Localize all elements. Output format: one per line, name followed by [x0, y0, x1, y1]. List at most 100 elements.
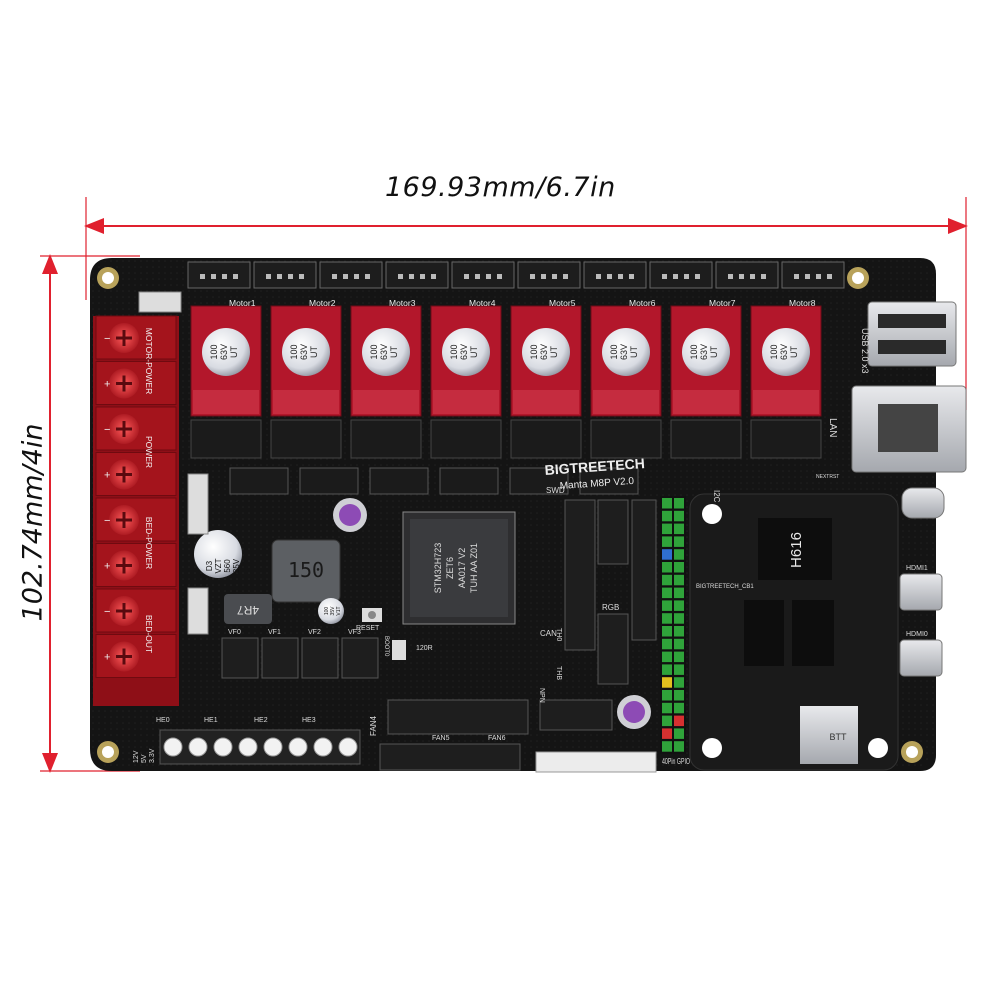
top-connector[interactable] — [187, 261, 251, 289]
terminal-polarity: − — [104, 333, 110, 345]
heater-screw[interactable] — [163, 737, 183, 757]
top-connector[interactable] — [715, 261, 779, 289]
gpio-pin — [662, 728, 672, 739]
driver-header[interactable] — [430, 419, 502, 459]
ethernet-port[interactable] — [851, 385, 967, 473]
driver-cap-line: 100 — [289, 344, 299, 359]
gpio-pin — [674, 702, 684, 714]
terminal-screw[interactable]: + — [95, 634, 177, 678]
driver-header[interactable] — [670, 419, 742, 459]
mounting-holes — [97, 267, 923, 763]
driver-header[interactable] — [590, 419, 662, 459]
heater-screw[interactable] — [238, 737, 258, 757]
he3-label: HE3 — [302, 717, 316, 724]
gpio-pin — [662, 498, 672, 509]
reset-button[interactable] — [362, 608, 382, 622]
top-connector[interactable] — [253, 261, 317, 289]
mcu-line-1: STM32H723 — [433, 543, 443, 594]
driver-header[interactable] — [190, 419, 262, 459]
terminal-screw[interactable]: + — [95, 543, 177, 587]
boot0-button[interactable] — [392, 640, 406, 660]
heater-screw[interactable] — [288, 737, 308, 757]
terminal-screw[interactable]: + — [95, 361, 177, 405]
gpio-pin — [662, 523, 672, 535]
driver-header[interactable] — [750, 419, 822, 459]
fan5-label: FAN5 — [432, 735, 450, 742]
driver-cap-line: UT — [469, 346, 479, 358]
top-connector[interactable] — [385, 261, 449, 289]
driver-header[interactable] — [510, 419, 582, 459]
gpio-pin — [662, 626, 672, 637]
driver-header[interactable] — [350, 419, 422, 459]
endstop-connector[interactable] — [369, 467, 429, 495]
fuse-1 — [187, 473, 209, 535]
power-jumper — [138, 291, 182, 313]
gpio-pin — [662, 510, 672, 522]
hdmi-ports[interactable] — [899, 573, 943, 677]
gpio-pin — [662, 702, 672, 714]
i2c-label: I2C — [712, 490, 721, 503]
gpio-pin — [662, 715, 672, 727]
terminal-polarity: − — [104, 515, 110, 527]
endstop-connector[interactable] — [229, 467, 289, 495]
top-connector[interactable] — [319, 261, 383, 289]
fuse-2 — [187, 587, 209, 635]
driver-cap-line: 100 — [689, 344, 699, 359]
mcu-line-4: TUH AA Z01 — [469, 543, 479, 593]
heater-screw[interactable] — [188, 737, 208, 757]
usb-label: USB 2.0 x3 — [860, 328, 870, 374]
driver-label: Motor2 — [309, 298, 336, 308]
gpio-pin — [662, 587, 672, 599]
heater-screw[interactable] — [263, 737, 283, 757]
gpio-pin — [662, 562, 672, 573]
heater-screw[interactable] — [213, 737, 233, 757]
endstop-connector[interactable] — [299, 467, 359, 495]
top-connector[interactable] — [517, 261, 581, 289]
d3-line-4: 35V — [232, 558, 241, 573]
endstop-connector[interactable] — [439, 467, 499, 495]
terminal-polarity: − — [104, 606, 110, 618]
nextrst-label: NEXTRST — [816, 474, 839, 480]
usb-c-port[interactable] — [901, 487, 945, 519]
inductor-label: 150 — [288, 558, 324, 582]
driver-cap-line: UT — [389, 346, 399, 358]
gpio-pin — [674, 651, 684, 663]
width-dimension-label: 169.93mm/6.7in — [385, 172, 616, 203]
top-connector[interactable] — [781, 261, 845, 289]
driver-header[interactable] — [270, 419, 342, 459]
terminal-screw[interactable]: − — [95, 406, 177, 451]
vf1-label: VF1 — [268, 629, 281, 636]
usb-port-stack[interactable] — [867, 301, 957, 367]
top-connector[interactable] — [649, 261, 713, 289]
terminal-screw[interactable]: − — [95, 315, 177, 360]
top-connector[interactable] — [583, 261, 647, 289]
terminal-screw[interactable]: + — [95, 452, 177, 496]
gpio-pin — [662, 638, 672, 650]
fan6-label: FAN6 — [488, 735, 506, 742]
endstop-connector[interactable] — [579, 467, 639, 495]
gpio-pin — [674, 613, 684, 624]
heater-screw[interactable] — [338, 737, 358, 757]
gpio-pin — [674, 587, 684, 599]
terminal-screw[interactable]: − — [95, 497, 177, 542]
endstop-connector[interactable] — [509, 467, 569, 495]
gpio-pin — [674, 510, 684, 522]
he0-label: HE0 — [156, 717, 170, 724]
heater-screw[interactable] — [313, 737, 333, 757]
gpio-pin — [674, 498, 684, 509]
vf0-label: VF0 — [228, 629, 241, 636]
top-connector[interactable] — [451, 261, 515, 289]
d3-line-3: 560 — [223, 559, 232, 573]
gpio-label-line-1: 40Pin GPIO — [662, 757, 690, 766]
gpio-40pin-header[interactable] — [660, 496, 686, 754]
small-cap-line-1: 100 — [324, 607, 330, 616]
gpio-pin — [674, 677, 684, 688]
driver-label: Motor6 — [629, 298, 656, 308]
d3-line-1: D3 — [205, 560, 214, 571]
terminal-screw[interactable]: − — [95, 588, 177, 633]
